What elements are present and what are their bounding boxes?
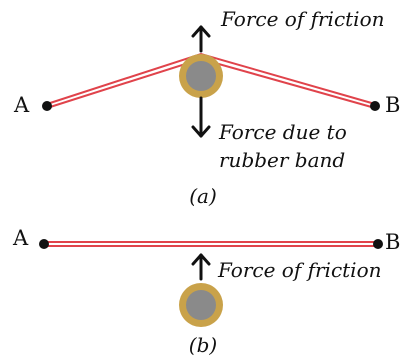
point-a-label: A	[12, 226, 29, 250]
panel-b: A B Force of friction (b)	[12, 226, 400, 357]
force-due-to-rubber-band-arrow	[191, 96, 211, 138]
coin-b	[179, 283, 223, 327]
coin-face	[186, 61, 216, 91]
coin-face	[186, 290, 216, 320]
coin-a	[179, 54, 223, 98]
force-due-to-rubber-band-label-line1: Force due to	[218, 120, 347, 144]
force-of-friction-arrow-a	[191, 25, 211, 53]
force-of-friction-arrow-b	[191, 253, 211, 281]
panel-b-caption: (b)	[189, 333, 217, 357]
force-of-friction-label-b: Force of friction	[217, 258, 382, 282]
panel-a-caption: (a)	[189, 184, 217, 208]
point-a-dot	[42, 101, 52, 111]
point-b-label: B	[385, 230, 400, 254]
point-a-dot	[39, 239, 49, 249]
force-of-friction-label-a: Force of friction	[220, 7, 385, 31]
point-b-dot	[373, 239, 383, 249]
point-a-label: A	[13, 93, 30, 117]
force-due-to-rubber-band-label-line2: rubber band	[219, 148, 345, 172]
point-b-label: B	[385, 93, 400, 117]
panel-a: A B Force of friction Force due to rubbe…	[13, 7, 400, 208]
rubber-band-b	[44, 241, 378, 247]
point-b-dot	[370, 101, 380, 111]
